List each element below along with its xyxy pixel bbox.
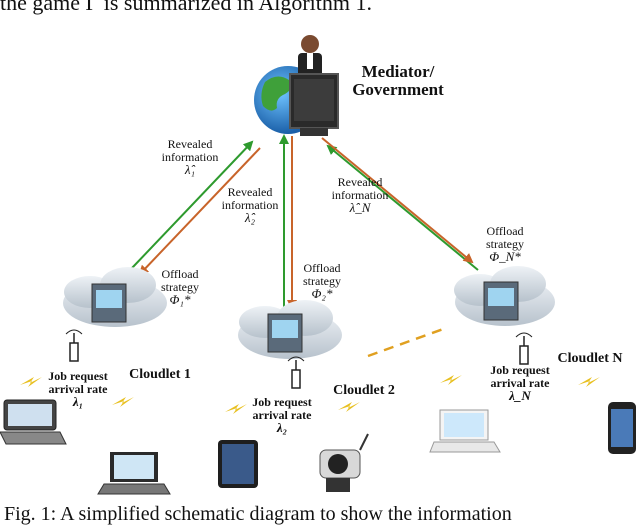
job-request-n-line2: arrival rate bbox=[490, 375, 550, 390]
lightning-icon bbox=[112, 397, 134, 407]
offload-strategy-1-symbol: Φ₁* bbox=[169, 292, 191, 308]
antenna-icon-n bbox=[515, 332, 533, 365]
mediator-label-line1: Mediator/ bbox=[361, 62, 435, 81]
laptop-icon bbox=[97, 452, 171, 495]
arrow-offload-1 bbox=[138, 147, 261, 276]
cloudlet-2-cloud-icon bbox=[238, 300, 342, 359]
job-request-n-line1: Job request bbox=[490, 363, 550, 377]
offload-strategy-1-line2: strategy bbox=[161, 279, 199, 294]
webcam-icon bbox=[319, 433, 369, 492]
job-request-2-line2: arrival rate bbox=[252, 407, 312, 422]
mediator-label: Mediator/ Government bbox=[343, 63, 453, 99]
white-laptop-icon bbox=[429, 409, 501, 453]
cloudlet-1-cloud-icon bbox=[63, 267, 167, 327]
offload-strategy-n-symbol: Φ_N* bbox=[489, 249, 521, 265]
lightning-icon bbox=[338, 402, 360, 412]
offload-strategy-2-symbol: Φ₂* bbox=[311, 286, 333, 302]
offload-strategy-1-line1: Offload bbox=[161, 267, 199, 281]
offload-strategy-2-line1: Offload bbox=[303, 261, 341, 275]
revealed-info-2-line2: information bbox=[221, 197, 279, 212]
revealed-info-n-line2: information bbox=[331, 187, 389, 202]
offload-strategy-2-label: Offload strategy Φ₂* bbox=[290, 262, 354, 301]
revealed-info-1-symbol: λ̂₁ bbox=[184, 162, 196, 178]
lightning-icon bbox=[20, 377, 42, 387]
job-request-n-label: Job request arrival rate λ_N bbox=[480, 364, 560, 403]
cloudlet-n-label: Cloudlet N bbox=[557, 351, 623, 366]
lightning-icon bbox=[225, 404, 247, 414]
job-request-2-label: Job request arrival rate λ₂ bbox=[242, 396, 322, 435]
cloudlet-1-label: Cloudlet 1 bbox=[129, 367, 191, 382]
revealed-info-2-label: Revealed information λ̂₂ bbox=[210, 186, 290, 225]
cloudlet-n-cloud-icon bbox=[454, 266, 555, 326]
lightning-icon bbox=[578, 377, 600, 387]
antenna-icon-2 bbox=[287, 356, 305, 389]
arrow-revealed-1 bbox=[131, 140, 254, 269]
revealed-info-2-symbol: λ̂₂ bbox=[244, 210, 256, 226]
netbook-icon bbox=[0, 399, 67, 445]
phone-icon bbox=[608, 402, 636, 454]
job-request-1-line2: arrival rate bbox=[48, 381, 108, 396]
job-request-2-rate: λ₂ bbox=[276, 420, 288, 436]
arrow-offload-n bbox=[321, 137, 474, 264]
revealed-info-1-label: Revealed information λ̂₁ bbox=[150, 138, 230, 177]
dashed-ellipsis-line bbox=[367, 326, 447, 358]
mediator-icon bbox=[254, 35, 339, 136]
offload-strategy-n-line2: strategy bbox=[486, 236, 524, 251]
offload-strategy-2-line2: strategy bbox=[303, 273, 341, 288]
offload-strategy-n-line1: Offload bbox=[486, 224, 524, 238]
revealed-info-1-line2: information bbox=[161, 149, 219, 164]
revealed-info-n-label: Revealed information λ̂_N bbox=[318, 176, 402, 215]
revealed-info-1-line1: Revealed bbox=[167, 137, 213, 151]
revealed-info-2-line1: Revealed bbox=[227, 185, 273, 199]
job-request-1-line1: Job request bbox=[48, 369, 108, 383]
tablet-icon bbox=[218, 440, 258, 488]
arrow-revealed-n bbox=[326, 144, 479, 271]
lightning-icon bbox=[440, 375, 462, 385]
job-request-1-rate: λ₁ bbox=[72, 394, 84, 410]
offload-strategy-1-label: Offload strategy Φ₁* bbox=[145, 268, 215, 307]
job-request-n-rate: λ_N bbox=[509, 388, 531, 404]
header-text: the game Γ is summarized in Algorithm 1. bbox=[0, 0, 372, 15]
antenna-icon-1 bbox=[65, 329, 83, 362]
mediator-label-line2: Government bbox=[352, 79, 444, 99]
job-request-2-line1: Job request bbox=[252, 395, 312, 409]
revealed-info-n-line1: Revealed bbox=[337, 175, 383, 189]
revealed-info-n-symbol: λ̂_N bbox=[349, 200, 371, 216]
offload-strategy-n-label: Offload strategy Φ_N* bbox=[470, 225, 540, 264]
job-request-1-label: Job request arrival rate λ₁ bbox=[38, 370, 118, 409]
figure-caption: Fig. 1: A simplified schematic diagram t… bbox=[4, 503, 512, 525]
cloudlet-2-label: Cloudlet 2 bbox=[333, 383, 395, 398]
